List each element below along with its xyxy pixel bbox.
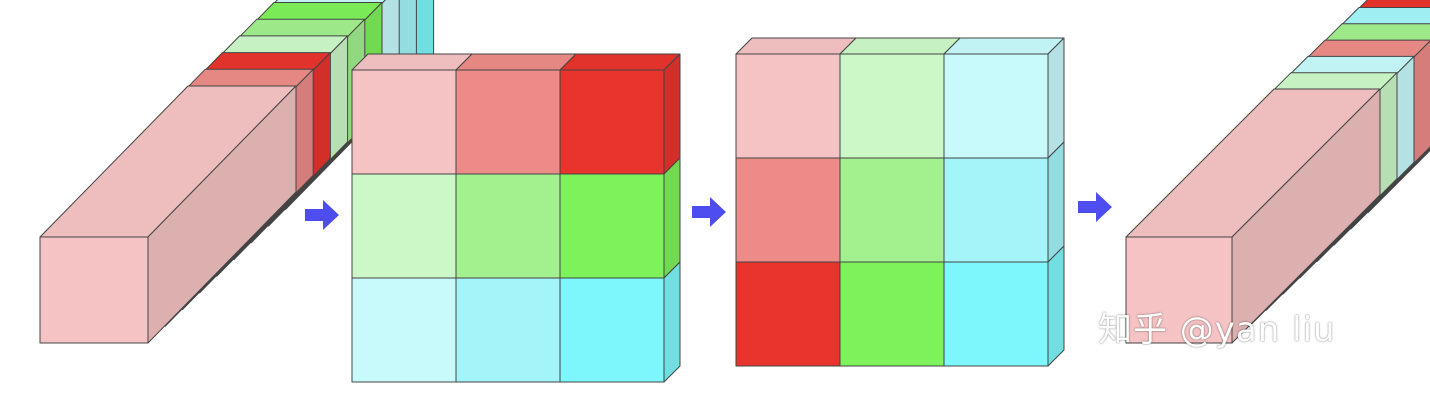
grid-a-top-1 (351, 53, 473, 71)
right-arrow-icon (1078, 192, 1112, 222)
grid-a-cell-3-3 (559, 277, 665, 383)
grid-b-top-3 (943, 37, 1065, 55)
grid-b-side-2 (1047, 141, 1065, 263)
input-strip-slice-1-front (39, 236, 149, 344)
grid-b-cell-3-1 (735, 261, 841, 367)
grid-b-cell-3-3 (943, 261, 1049, 367)
grid-a-side-3 (663, 261, 681, 383)
grid-b-cell-1-1 (735, 53, 841, 159)
grid-b-cell-2-2 (839, 157, 945, 263)
grid-a-cell-3-2 (455, 277, 561, 383)
grid-b-side-1 (1047, 37, 1065, 159)
grid-a-cell-1-2 (455, 69, 561, 175)
grid-a-side-1 (663, 53, 681, 175)
grid-b-top-2 (839, 37, 961, 55)
right-arrow-icon (305, 200, 339, 230)
arrow-shape-1 (305, 200, 339, 230)
arrow-shape-3 (1078, 192, 1112, 222)
grid-a-cell-2-2 (455, 173, 561, 279)
grid-b-cell-3-2 (839, 261, 945, 367)
arrow-shape-2 (692, 197, 726, 227)
grid-a-side-2 (663, 157, 681, 279)
watermark: 知乎 @yan liu (1098, 310, 1336, 350)
grid-a-cell-1-1 (351, 69, 457, 175)
grid-a-top-2 (455, 53, 577, 71)
grid-a-top-3 (559, 53, 681, 71)
grid-b-cell-1-2 (839, 53, 945, 159)
grid-b-top-1 (735, 37, 857, 55)
output-strip-slice-1-front (1125, 236, 1233, 344)
grid-a-cell-1-3 (559, 69, 665, 175)
grid-b-side-3 (1047, 245, 1065, 367)
grid-a-cell-2-1 (351, 173, 457, 279)
grid-a-cell-3-1 (351, 277, 457, 383)
grid-b-cell-1-3 (943, 53, 1049, 159)
grid-b-cell-2-1 (735, 157, 841, 263)
grid-a-cell-2-3 (559, 173, 665, 279)
grid-b-cell-2-3 (943, 157, 1049, 263)
right-arrow-icon (692, 197, 726, 227)
